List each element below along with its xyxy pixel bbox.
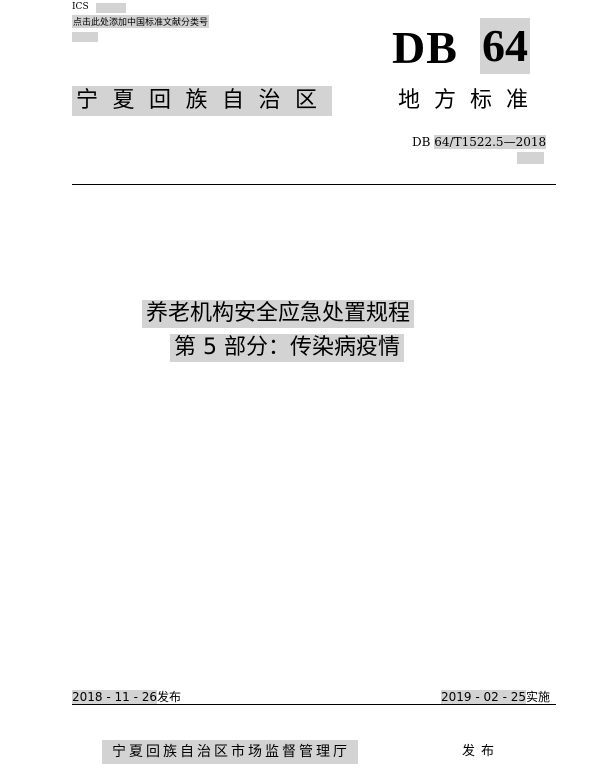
standard-prefix: DB [392,22,458,73]
issuer-field[interactable]: 宁夏回族自治区市场监督管理厅 [102,740,358,764]
standard-code: DB 64/T1522.5—2018 [412,135,547,149]
implement-date: 2019 - 02 - 25实施 [441,688,550,705]
footer-divider [72,704,556,705]
issue-label: 发布 [462,744,501,759]
standard-type-label: 地方标准 [398,88,543,113]
standard-code-number-field[interactable]: 64/T1522.5—2018 [434,135,547,149]
replaced-standard-placeholder[interactable] [517,152,544,164]
document-subtitle-field[interactable]: 第 5 部分：传染病疫情 [170,334,404,362]
classification-note-field[interactable]: 点击此处添加中国标准文献分类号 [72,15,210,28]
region-code-field[interactable]: 64 [480,18,530,74]
ics-code-placeholder[interactable] [96,3,126,13]
standard-code-prefix: DB [412,135,435,149]
standard-type-region-field[interactable]: 宁夏回族自治区 [72,86,332,116]
ics-label: ICS [72,2,89,12]
document-title-field[interactable]: 养老机构安全应急处置规程 [142,300,415,328]
header-divider [72,184,556,185]
publish-date: 2018 - 11 - 26发布 [72,688,181,705]
publish-date-field[interactable]: 2018 - 11 - 26 [72,690,157,704]
implement-date-field[interactable]: 2019 - 02 - 25 [441,690,526,704]
publish-label: 发布 [157,690,182,704]
classification-code-placeholder[interactable] [72,32,98,42]
implement-label: 实施 [526,690,551,704]
